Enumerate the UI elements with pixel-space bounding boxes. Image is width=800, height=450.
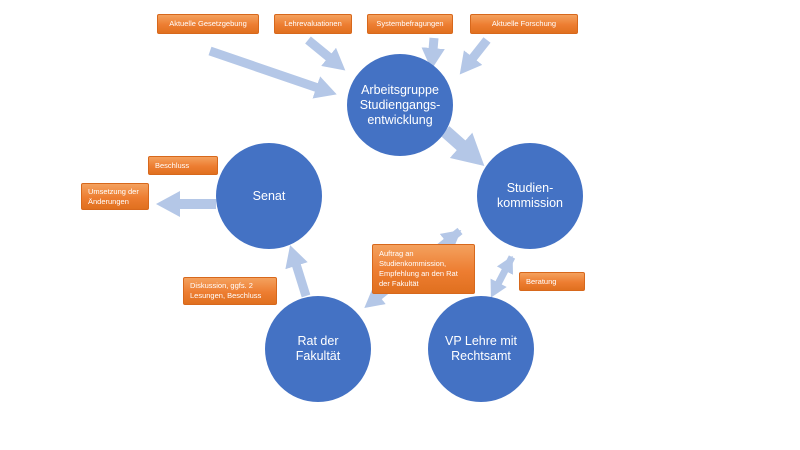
node-arbeitsgruppe: Arbeitsgruppe Studiengangs- entwicklung	[347, 54, 453, 156]
tag-umsetzung: Umsetzung der Änderungen	[81, 183, 149, 210]
arrow-systembefragungen-to-arbeitsgruppe	[421, 37, 445, 70]
node-vp-lehre: VP Lehre mit Rechtsamt	[428, 296, 534, 402]
tag-aktuelle-forschung: Aktuelle Forschung	[470, 14, 578, 34]
arrow-forschung-to-arbeitsgruppe	[459, 37, 491, 75]
tag-systembefragungen: Systembefragungen	[367, 14, 453, 34]
tag-diskussion: Diskussion, ggfs. 2 Lesungen, Beschluss	[183, 277, 277, 305]
arrow-studienkommission-vp-bidirectional	[490, 255, 516, 298]
tag-auftrag: Auftrag an Studienkommission, Empfehlung…	[372, 244, 475, 294]
tag-beschluss: Beschluss	[148, 156, 218, 175]
arrow-lehrevaluationen-to-arbeitsgruppe	[305, 36, 346, 71]
tag-lehrevaluationen: Lehrevaluationen	[274, 14, 352, 34]
tag-beratung: Beratung	[519, 272, 585, 291]
arrow-rat-to-senat	[285, 245, 311, 298]
tag-aktuelle-gesetzgebung: Aktuelle Gesetzgebung	[157, 14, 259, 34]
node-studienkommission: Studien- kommission	[477, 143, 583, 249]
node-senat: Senat	[216, 143, 322, 249]
arrow-gesetzgebung-to-arbeitsgruppe	[208, 46, 337, 99]
node-rat-der-fakultaet: Rat der Fakultät	[265, 296, 371, 402]
arrow-arbeitsgruppe-to-studienkommission	[440, 126, 485, 167]
